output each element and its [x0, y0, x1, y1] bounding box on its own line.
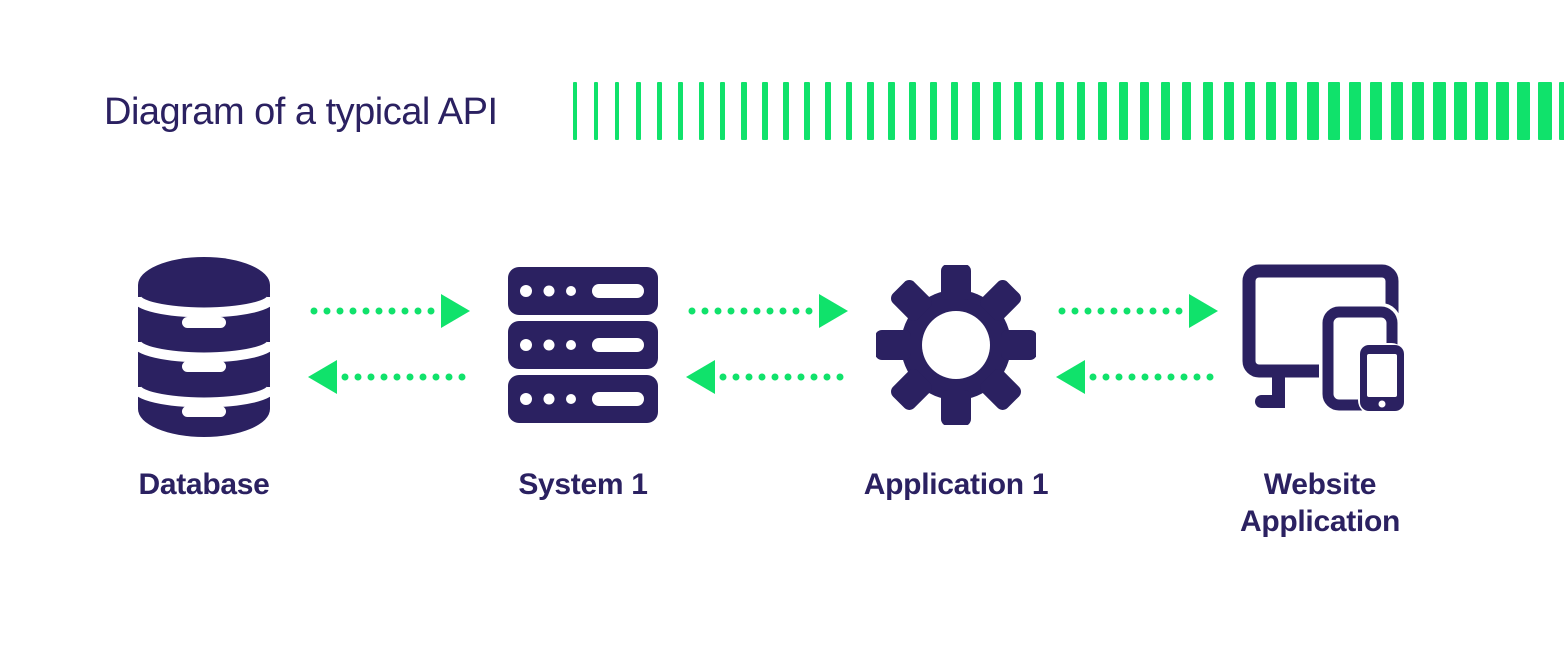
divider-bar [1475, 82, 1489, 140]
divider-bar [1034, 82, 1044, 140]
arrow-right-dotted-icon [307, 293, 471, 329]
node-label-website-application: Website Application [1239, 468, 1401, 538]
divider-bar [1559, 82, 1564, 140]
arrow-left-dotted-icon [1055, 359, 1219, 395]
divider-bar [1265, 82, 1277, 140]
arrow-right-dotted-icon [685, 293, 849, 329]
divider-bar [1538, 82, 1552, 140]
divider-bar [1454, 82, 1467, 140]
divider-bar [1139, 82, 1150, 140]
divider-bar [824, 82, 832, 140]
divider-bar [698, 82, 705, 140]
divider-bar [761, 82, 768, 140]
divider-bar [614, 82, 620, 140]
divider-bar [1160, 82, 1171, 140]
divider-bar [1391, 82, 1404, 140]
divider-bar [908, 82, 916, 140]
database-icon-svg [138, 257, 270, 437]
divider-bar [677, 82, 683, 140]
devices-icon-svg [1242, 264, 1406, 414]
divider-bar [1181, 82, 1192, 140]
divider-bar [635, 82, 641, 140]
divider-bar [719, 82, 726, 140]
server-stack-icon [508, 267, 658, 423]
node-label-system-1: System 1 [518, 468, 648, 501]
divider-bar [1244, 82, 1255, 140]
divider-bar [1055, 82, 1065, 140]
divider-bar [1013, 82, 1022, 140]
diagram-title: Diagram of a typical API [104, 91, 498, 133]
divider-bar [971, 82, 980, 140]
divider-bar [782, 82, 789, 140]
arrow-right-dotted-icon [1055, 293, 1219, 329]
divider-bar [929, 82, 938, 140]
divider-bar [1076, 82, 1086, 140]
divider-bar [992, 82, 1001, 140]
divider-bar [594, 82, 599, 140]
divider-bars [573, 82, 1564, 140]
node-label-application-1: Application 1 [863, 468, 1049, 501]
divider-bar [1496, 82, 1510, 140]
arrow-left-dotted-icon [685, 359, 849, 395]
divider-bar [803, 82, 811, 140]
gear-icon [876, 265, 1036, 425]
divider-bar [1349, 82, 1361, 140]
divider-bar [573, 82, 577, 140]
divider-bar [1370, 82, 1383, 140]
node-label-database: Database [138, 468, 270, 501]
divider-bar [1286, 82, 1298, 140]
database-icon [138, 257, 270, 437]
divider-bar [1202, 82, 1213, 140]
divider-bar [656, 82, 662, 140]
divider-bar [1097, 82, 1107, 140]
divider-bar [1517, 82, 1531, 140]
server-stack-icon-svg [508, 267, 658, 423]
divider-bar [740, 82, 747, 140]
divider-bar [1223, 82, 1234, 140]
divider-bar [845, 82, 853, 140]
divider-bar [950, 82, 959, 140]
gear-icon-svg [876, 265, 1036, 425]
devices-icon [1242, 264, 1406, 414]
divider-bar [1118, 82, 1128, 140]
divider-bar [1328, 82, 1340, 140]
divider-bar [1433, 82, 1446, 140]
divider-bar [1307, 82, 1319, 140]
arrow-left-dotted-icon [307, 359, 471, 395]
divider-bar [866, 82, 874, 140]
divider-bar [887, 82, 895, 140]
divider-bar [1412, 82, 1425, 140]
